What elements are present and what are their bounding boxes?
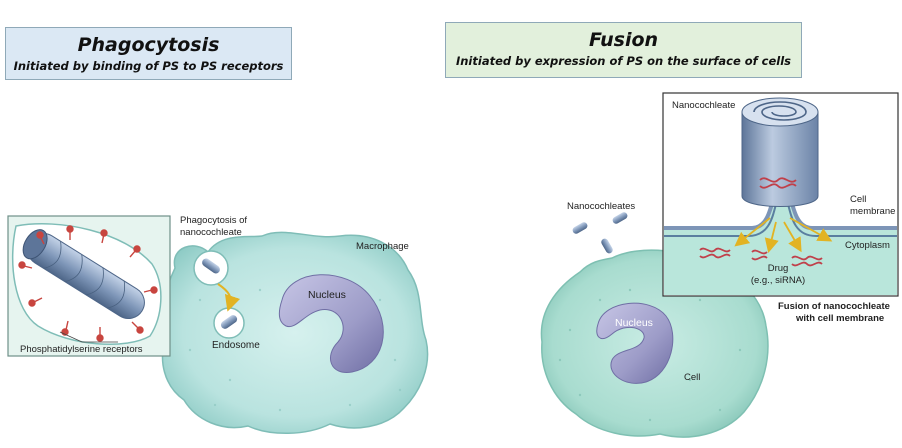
macrophage-cell: [160, 231, 429, 434]
macrophage-nucleus: [278, 274, 384, 373]
receptor-inset: [7, 215, 171, 357]
label-drug-line2: (e.g., siRNA): [751, 275, 805, 286]
phagocytosis-title-box: Phagocytosis Initiated by binding of PS …: [5, 27, 292, 80]
nanocochleate-particles: [572, 212, 628, 254]
label-cytoplasm: Cytoplasm: [845, 240, 890, 251]
label-cell: Cell: [684, 372, 700, 383]
endosome: [213, 307, 245, 339]
phagocytosis-subtitle: Initiated by binding of PS to PS recepto…: [13, 59, 284, 73]
fusion-inset: [662, 92, 899, 297]
label-nucleus-right: Nucleus: [615, 317, 653, 329]
uptake-arrow: [217, 283, 241, 312]
label-phagocytosis-line1: Phagocytosis of: [180, 215, 247, 226]
label-nucleus-left: Nucleus: [308, 289, 346, 301]
label-fusion-line1: Fusion of nanocochleate: [778, 301, 890, 312]
label-macrophage: Macrophage: [356, 241, 409, 252]
label-fusion-line2: with cell membrane: [795, 313, 884, 324]
fusion-title: Fusion: [588, 29, 659, 51]
label-cell-membrane-line1: Cell: [850, 194, 866, 205]
cell-nucleus: [596, 302, 674, 384]
fusion-subtitle: Initiated by expression of PS on the sur…: [455, 54, 792, 68]
label-cell-membrane-line2: membrane: [850, 206, 895, 217]
phagocytosis-title: Phagocytosis: [77, 34, 220, 56]
label-phagocytosis-line2: nanocochleate: [180, 227, 242, 238]
label-nanocochleates: Nanocochleates: [567, 201, 635, 212]
fusion-title-box: Fusion Initiated by expression of PS on …: [445, 22, 802, 78]
label-drug-line1: Drug: [768, 263, 789, 274]
label-endosome: Endosome: [212, 340, 260, 351]
label-inset-nanocochleate: Nanocochleate: [672, 100, 735, 111]
phagocytic-cup: [193, 250, 229, 286]
label-receptors: Phosphatidylserine receptors: [20, 344, 143, 355]
